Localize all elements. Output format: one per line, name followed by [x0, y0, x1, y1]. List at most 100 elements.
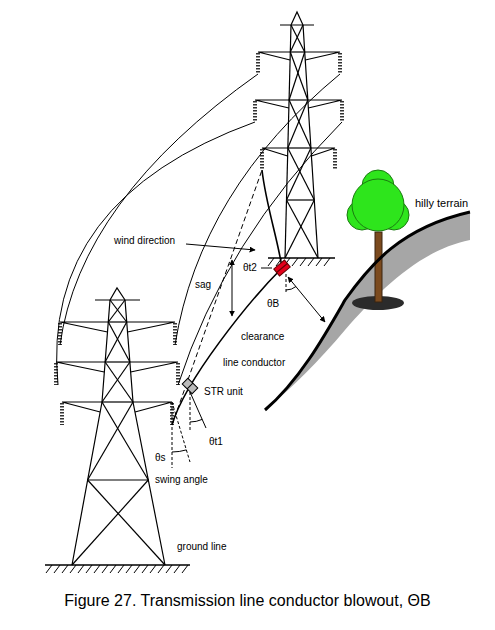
left-tower — [105, 361, 130, 362]
dimension-label: clearance — [240, 331, 285, 343]
left-tower — [108, 300, 125, 322]
left-tower — [105, 322, 127, 362]
part-label: STR unit — [203, 386, 244, 398]
right-tower — [285, 200, 314, 258]
annotation-lines — [190, 392, 191, 432]
left-tower — [102, 401, 133, 402]
rest-position-chord — [172, 170, 262, 425]
hill-terrain — [265, 212, 470, 410]
annotation-lines — [286, 274, 287, 294]
right-tower — [311, 148, 335, 156]
conductor-line — [172, 170, 282, 425]
ground-line-symbol — [268, 257, 335, 259]
angle-label: θB — [266, 298, 280, 310]
left-tower — [72, 300, 110, 565]
right-tower — [291, 25, 305, 52]
conductor-line — [60, 74, 258, 345]
annotation-lines — [172, 450, 186, 452]
str-unit-symbol — [187, 383, 193, 389]
insulator-string — [56, 53, 342, 425]
tree — [375, 232, 382, 302]
conductor-line — [175, 74, 340, 345]
insulator-string — [256, 53, 260, 74]
left-tower — [110, 300, 127, 322]
right-tower — [290, 51, 304, 52]
hill-terrain — [265, 212, 470, 410]
conductor-line — [57, 74, 342, 425]
left-tower — [125, 300, 165, 565]
right-tower — [258, 52, 290, 60]
right-tower — [288, 147, 311, 148]
right-tower — [288, 100, 308, 148]
str-unit-symbol — [274, 260, 291, 276]
left-tower — [72, 480, 148, 565]
insulator-string — [333, 149, 337, 170]
left-tower — [108, 322, 130, 362]
left-tower — [110, 288, 125, 300]
dimension-label: sag — [194, 279, 212, 291]
right-tower — [287, 199, 315, 200]
ground-line-symbol — [268, 258, 330, 266]
left-tower — [133, 402, 172, 412]
terrain-label: hilly terrain — [414, 197, 469, 210]
insulator-string — [173, 323, 177, 345]
left-tower — [62, 402, 102, 412]
left-tower — [130, 362, 178, 372]
annotation-lines — [172, 244, 325, 468]
insulator-string — [253, 101, 257, 122]
ground-line-symbol — [45, 258, 335, 573]
insulator-string — [60, 403, 64, 425]
right-tower — [289, 100, 311, 148]
direction-label: wind direction — [113, 235, 176, 247]
rest-position-chord — [172, 170, 262, 425]
right-tower — [290, 25, 303, 52]
left-tower — [102, 402, 148, 480]
left-tower — [127, 322, 175, 332]
right-tower — [287, 200, 319, 258]
str-unit-symbol — [182, 378, 198, 394]
left-tower — [56, 288, 178, 565]
right-tower — [308, 100, 342, 108]
left-tower — [102, 362, 130, 402]
right-tower — [289, 52, 305, 100]
conductor-line — [178, 122, 342, 385]
right-tower — [303, 25, 318, 258]
right-tower — [291, 12, 303, 25]
ground-line-symbol — [46, 565, 188, 573]
angle-label: swing angle — [154, 474, 209, 486]
angle-label: θs — [154, 452, 167, 464]
left-tower — [105, 362, 133, 402]
left-tower — [108, 321, 126, 322]
right-tower — [280, 24, 314, 25]
insulator-string — [340, 101, 344, 122]
angle-label: θt1 — [208, 436, 224, 448]
tree — [347, 170, 409, 310]
str-unit-symbol — [182, 378, 198, 394]
ground-line-symbol — [45, 564, 190, 566]
left-tower — [88, 479, 149, 480]
hill-surface-line — [265, 212, 470, 410]
right-tower — [289, 99, 308, 100]
annotation-lines — [190, 419, 202, 422]
tree — [352, 179, 404, 231]
str-unit-symbol — [274, 260, 291, 276]
annotation-lines — [172, 402, 173, 468]
right-tower — [305, 52, 340, 60]
left-tower — [88, 402, 133, 480]
left-tower — [56, 362, 105, 372]
conductor-line — [57, 122, 255, 385]
right-tower — [255, 100, 289, 108]
angle-label: θt2 — [242, 262, 258, 274]
annotation-lines — [288, 277, 325, 322]
annotation-lines — [232, 260, 233, 316]
hill-surface-line — [265, 212, 470, 410]
figure-caption: Figure 27. Transmission line conductor b… — [64, 591, 430, 610]
left-tower — [88, 480, 165, 565]
left-tower — [95, 299, 140, 300]
part-label: ground line — [176, 541, 227, 553]
str-unit-symbol — [277, 264, 288, 273]
annotation-lines — [186, 244, 255, 250]
tree — [347, 170, 409, 231]
